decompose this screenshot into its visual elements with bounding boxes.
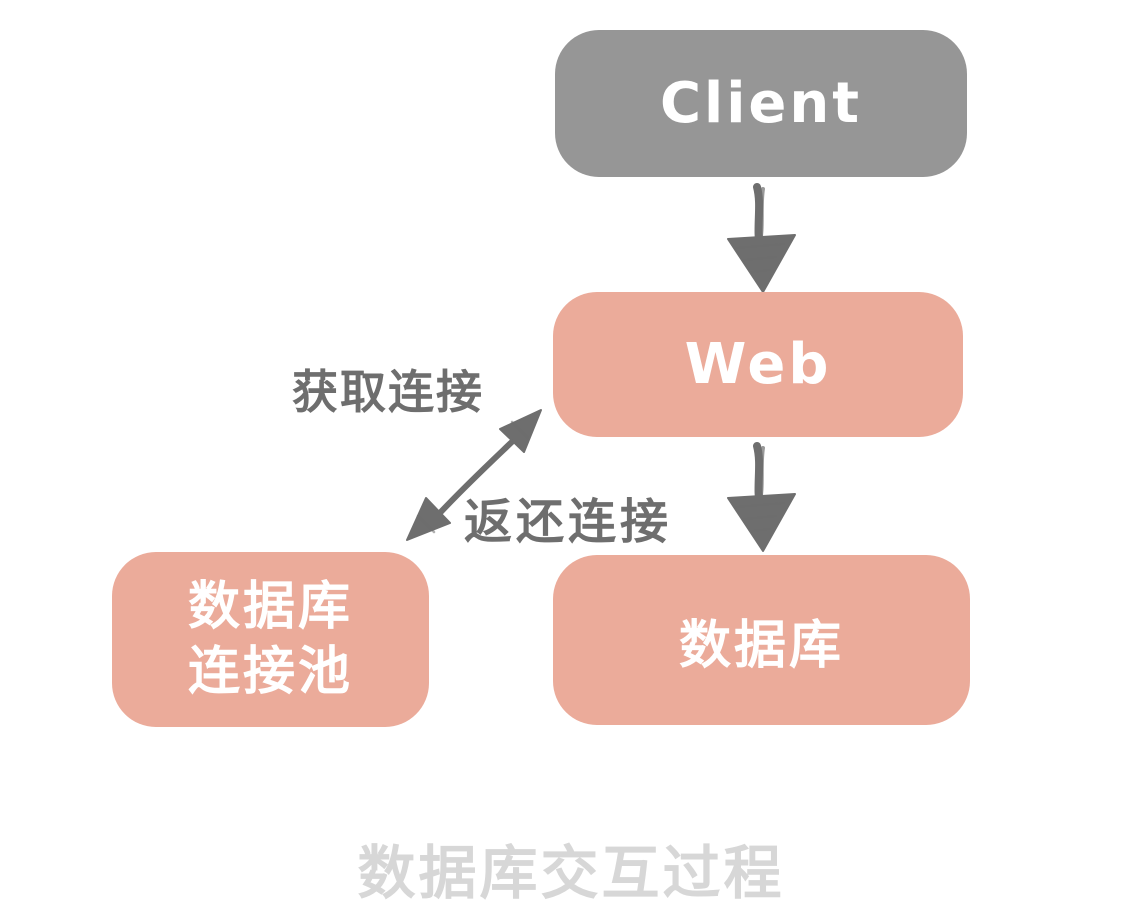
database-label: 数据库 [678,615,844,676]
diagram-caption: 数据库交互过程 [357,839,785,907]
web-node: Web [553,292,963,437]
arrow-web-to-database [727,442,796,552]
client-label: Client [659,71,863,136]
db-pool-label-line2: 连接池 [187,641,353,702]
database-node: 数据库 [553,555,970,725]
db-pool-label-line1: 数据库 [187,576,353,637]
acquire-connection-label: 获取连接 [292,365,484,419]
web-label: Web [684,332,832,397]
return-connection-label: 返还连接 [464,494,673,550]
arrow-client-to-web [727,183,796,293]
db-pool-node: 数据库 连接池 [112,552,429,727]
client-node: Client [555,30,967,177]
